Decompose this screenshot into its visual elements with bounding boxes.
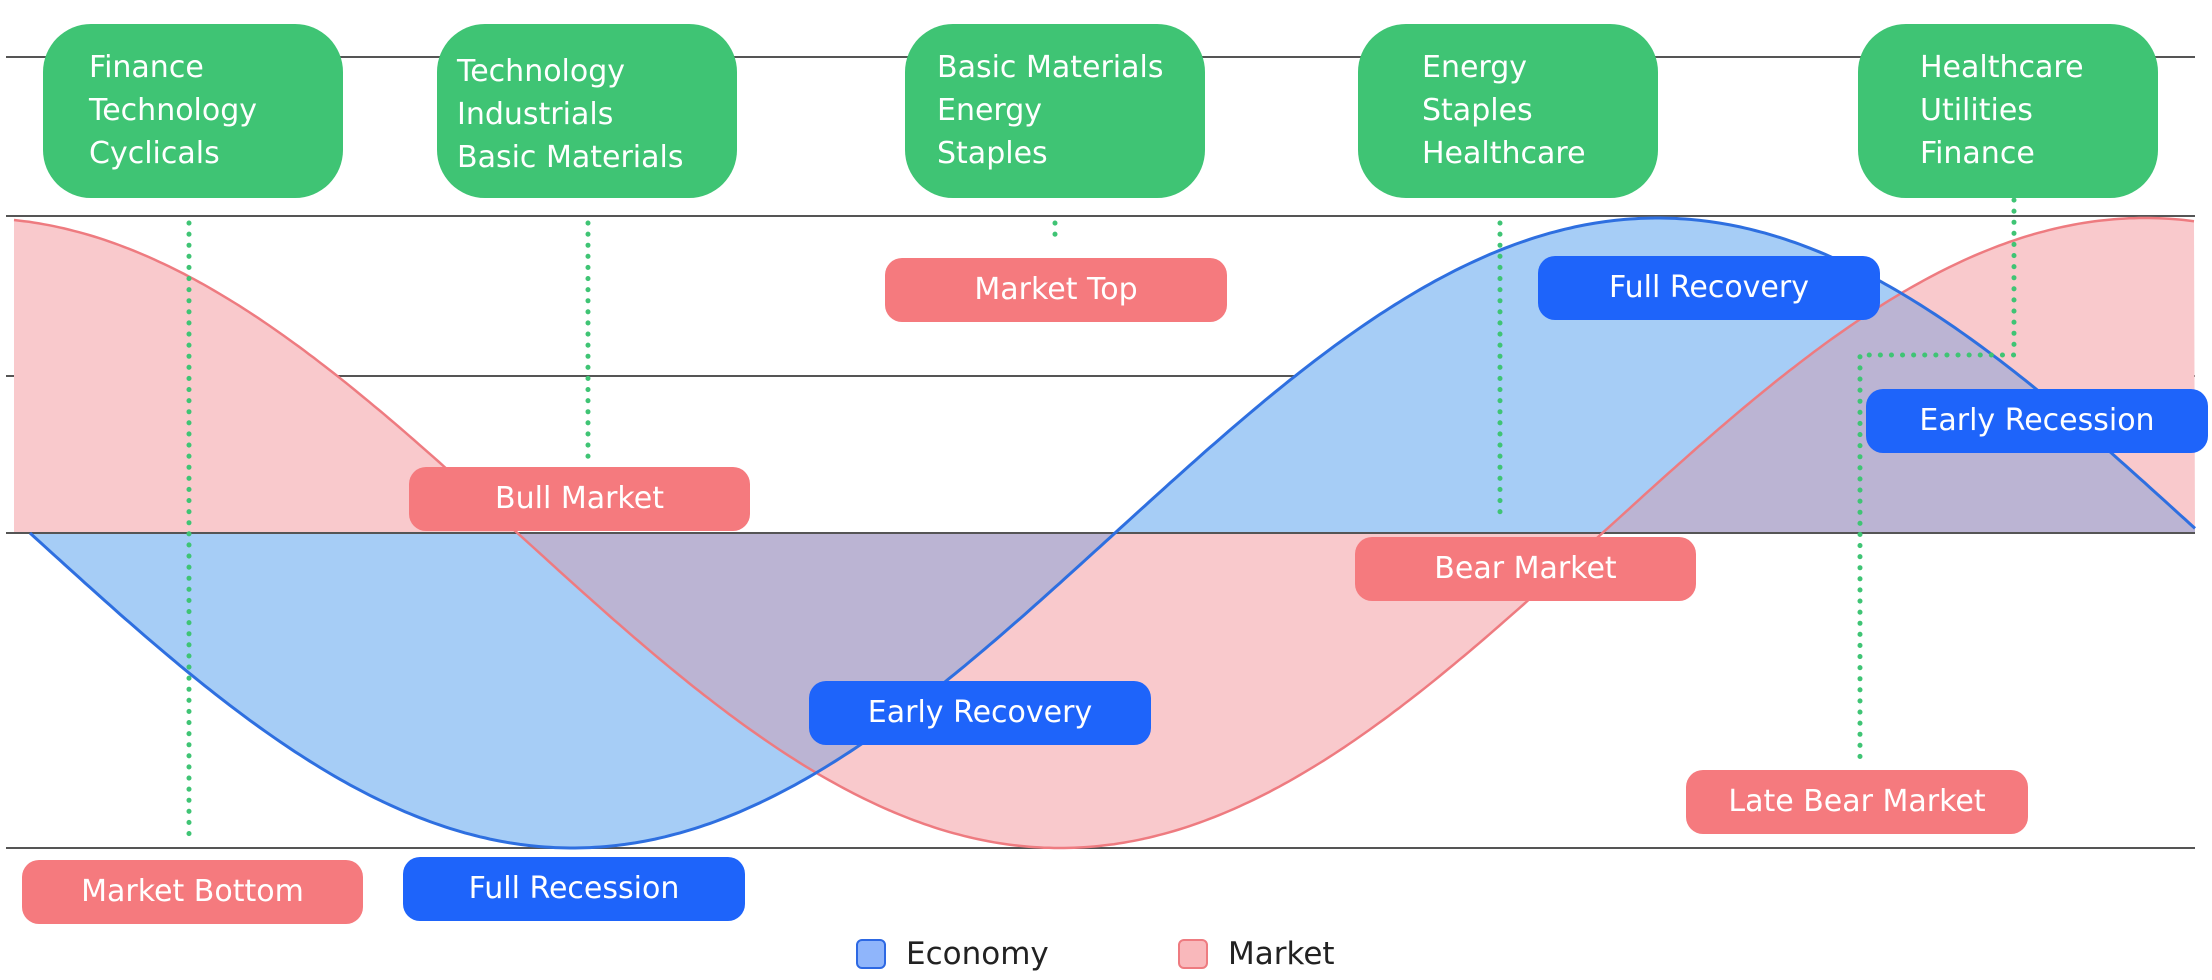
sector-name: Basic Materials <box>937 50 1164 85</box>
sector-box: Technology Industrials Basic Materials <box>437 24 737 198</box>
sector-box: Healthcare Utilities Finance <box>1858 24 2158 198</box>
legend-label: Economy <box>906 936 1049 972</box>
sector-name: Staples <box>1422 93 1533 128</box>
sector-name: Finance <box>1920 136 2035 171</box>
connectors <box>186 197 2017 843</box>
market-swatch-icon <box>1178 939 1208 969</box>
legend-item-economy: Economy <box>856 932 1049 976</box>
sector-name: Utilities <box>1920 93 2033 128</box>
economy-phase-label: Early Recession <box>1866 389 2208 453</box>
economy-phase-label: Full Recovery <box>1538 256 1880 320</box>
sector-name: Basic Materials <box>457 140 684 175</box>
sector-box: Basic Materials Energy Staples <box>905 24 1205 198</box>
sector-name: Technology <box>89 93 258 128</box>
legend-item-market: Market <box>1178 932 1335 976</box>
market-phase-label: Bull Market <box>409 467 750 531</box>
economy-phase-label: Early Recovery <box>809 681 1151 745</box>
connector-line <box>1857 197 2017 765</box>
market-wave-line <box>13 216 2195 850</box>
sector-box: Finance Technology Cyclicals <box>43 24 343 198</box>
market-phase-label: Late Bear Market <box>1686 770 2028 834</box>
economy-phase-label: Full Recession <box>403 857 745 921</box>
sector-box: Energy Staples Healthcare <box>1358 24 1658 198</box>
economy-swatch-icon <box>856 939 886 969</box>
sector-name: Energy <box>1422 50 1528 85</box>
sector-name: Energy <box>937 93 1043 128</box>
market-phase-label: Market Top <box>885 258 1227 322</box>
sector-name: Finance <box>89 50 204 85</box>
market-phase-label: Market Bottom <box>22 860 363 924</box>
sector-name: Cyclicals <box>89 136 220 171</box>
sector-name: Industrials <box>457 97 614 132</box>
overlap-fill <box>518 293 2195 773</box>
legend-label: Market <box>1228 936 1335 972</box>
sector-name: Staples <box>937 136 1048 171</box>
sector-name: Healthcare <box>1920 50 2084 85</box>
market-phase-label: Bear Market <box>1355 537 1696 601</box>
sector-name: Technology <box>457 54 626 89</box>
sector-name: Healthcare <box>1422 136 1586 171</box>
